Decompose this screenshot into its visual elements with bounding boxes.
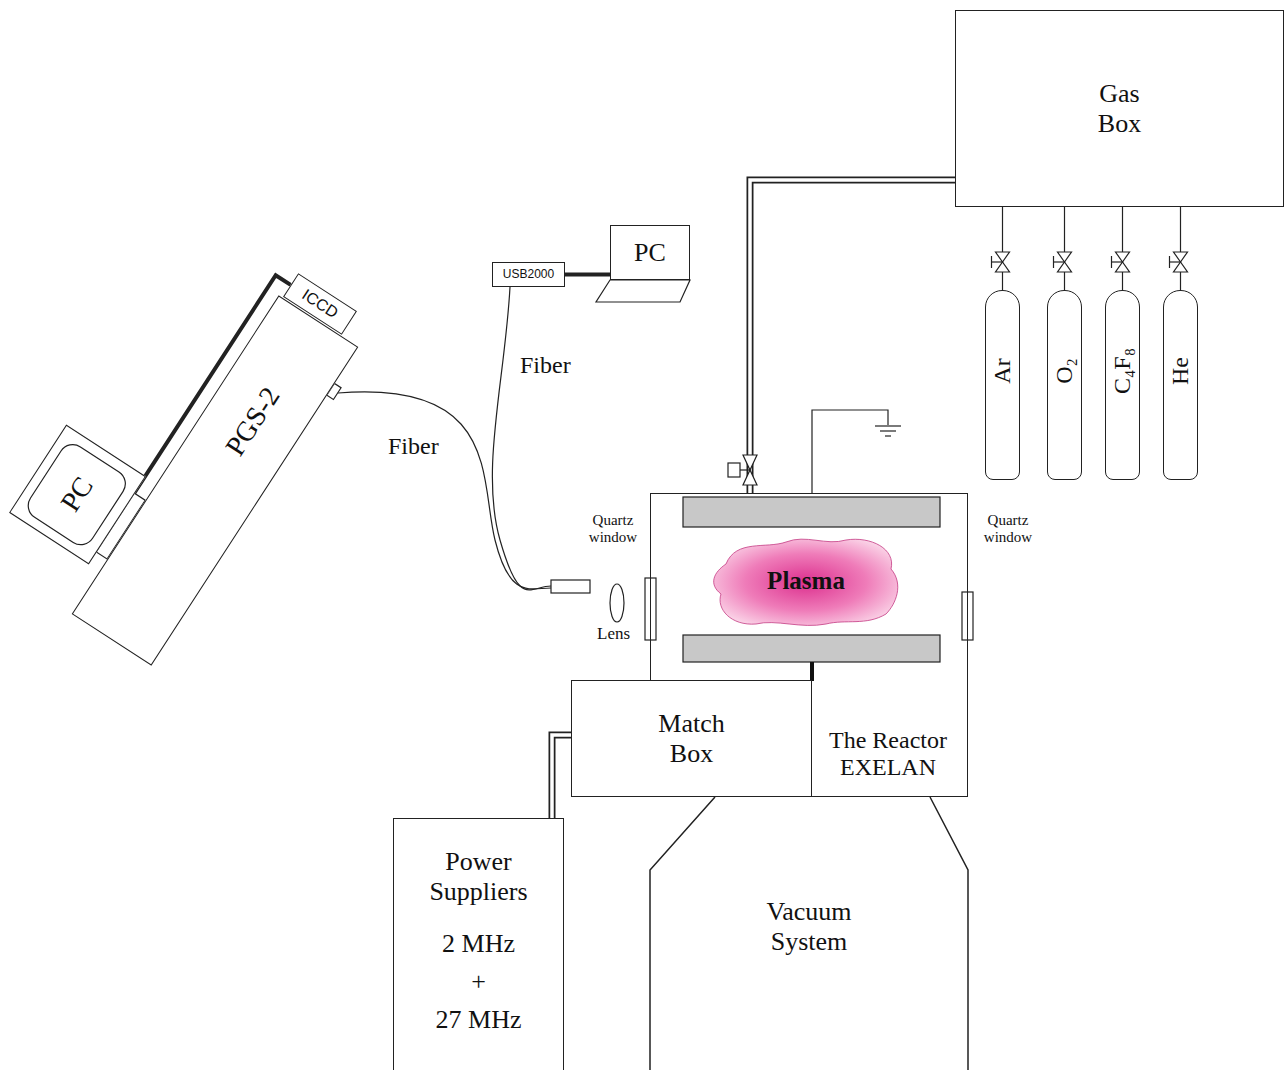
node-label: He <box>1167 357 1195 385</box>
valve-handle <box>1170 261 1181 262</box>
gas-cylinder: O₂ <box>1047 290 1082 480</box>
connector-line <box>1002 207 1003 290</box>
optical-fiber <box>492 287 551 590</box>
window-label: Quartz window <box>973 512 1043 547</box>
ground-symbol <box>880 430 896 431</box>
power-supply-box: Power Suppliers 2 MHz +27 MHz <box>393 818 564 1070</box>
node-label: 27 MHz <box>436 1005 522 1035</box>
lens <box>610 584 624 622</box>
pipe-bore <box>750 180 955 493</box>
gas-valve <box>728 455 757 485</box>
ground-symbol <box>875 425 901 426</box>
valve-handle <box>1112 261 1123 262</box>
monitor-screen <box>22 439 130 550</box>
fiber-label: Fiber <box>518 352 573 380</box>
connector-line <box>1064 207 1065 290</box>
connector-line <box>1122 207 1123 290</box>
valve-handle <box>991 256 992 268</box>
node-label: Match Box <box>658 709 724 769</box>
cylinder-valve <box>1174 252 1188 262</box>
node-label: C₄F₈ <box>1109 348 1137 394</box>
laptop-screen: PC <box>610 225 690 280</box>
connector-line <box>565 273 610 277</box>
gas-cylinder: He <box>1163 290 1198 480</box>
valve-actuator <box>728 463 740 477</box>
plasma-glow <box>714 539 898 625</box>
cylinder-valve <box>996 252 1010 262</box>
fiber-collector <box>551 580 590 593</box>
gas-pipe <box>552 735 571 818</box>
cylinder-valves <box>992 252 1188 272</box>
node-label: PC <box>634 238 666 268</box>
node-label: Vacuum System <box>766 897 851 957</box>
cylinder-valve <box>996 262 1010 272</box>
cylinder-valve <box>1116 262 1130 272</box>
node-label: USB2000 <box>503 268 554 282</box>
valve-handle <box>1054 261 1065 262</box>
window-label: Quartz window <box>578 512 648 547</box>
ground-symbol <box>885 435 891 436</box>
node-label: 2 MHz <box>442 929 515 959</box>
node-label: O₂ <box>1051 358 1079 384</box>
laptop-base <box>596 280 690 302</box>
node-label: + <box>471 967 486 997</box>
cylinder-valve <box>1058 262 1072 272</box>
cylinder-valve <box>1058 252 1072 262</box>
node-label: Gas Box <box>1098 79 1141 139</box>
connector-line <box>1180 207 1181 290</box>
node-label: Plasma <box>767 567 845 596</box>
rf-feed-line <box>810 662 814 681</box>
node-label: Power Suppliers <box>394 847 563 907</box>
gas-cylinder: C₄F₈ <box>1105 290 1140 480</box>
cylinder-valve <box>1174 262 1188 272</box>
node-label: Ar <box>989 358 1017 383</box>
valve-body <box>743 470 757 485</box>
node-label: PGS-2 <box>219 381 287 461</box>
valve-handle <box>1053 256 1054 268</box>
gas-box: Gas Box <box>955 10 1284 207</box>
gas-pipe <box>750 180 955 493</box>
upper-electrode <box>683 497 940 527</box>
valve-stem <box>740 469 750 470</box>
cylinder-valve <box>1116 252 1130 262</box>
valve-handle <box>1169 256 1170 268</box>
optical-fiber <box>338 392 551 589</box>
valve-handle <box>992 261 1003 262</box>
ground-wire <box>812 410 888 493</box>
lens-label: Lens <box>595 624 632 644</box>
gas-cylinder: Ar <box>985 290 1020 480</box>
spectrometer-box: USB2000 <box>492 262 565 287</box>
node-label: The Reactor EXELAN <box>813 727 963 782</box>
plasma-region: Plasma <box>706 534 906 629</box>
valve-handle <box>1111 256 1112 268</box>
pipe-bore <box>552 735 571 818</box>
fiber-label: Fiber <box>386 433 441 461</box>
vacuum-housing <box>650 797 968 1070</box>
vacuum-system: Vacuum System <box>650 797 968 1070</box>
node-label: PC <box>54 471 100 517</box>
lower-electrode <box>683 635 940 662</box>
match-box: Match Box <box>571 680 812 797</box>
valve-body <box>743 455 757 470</box>
